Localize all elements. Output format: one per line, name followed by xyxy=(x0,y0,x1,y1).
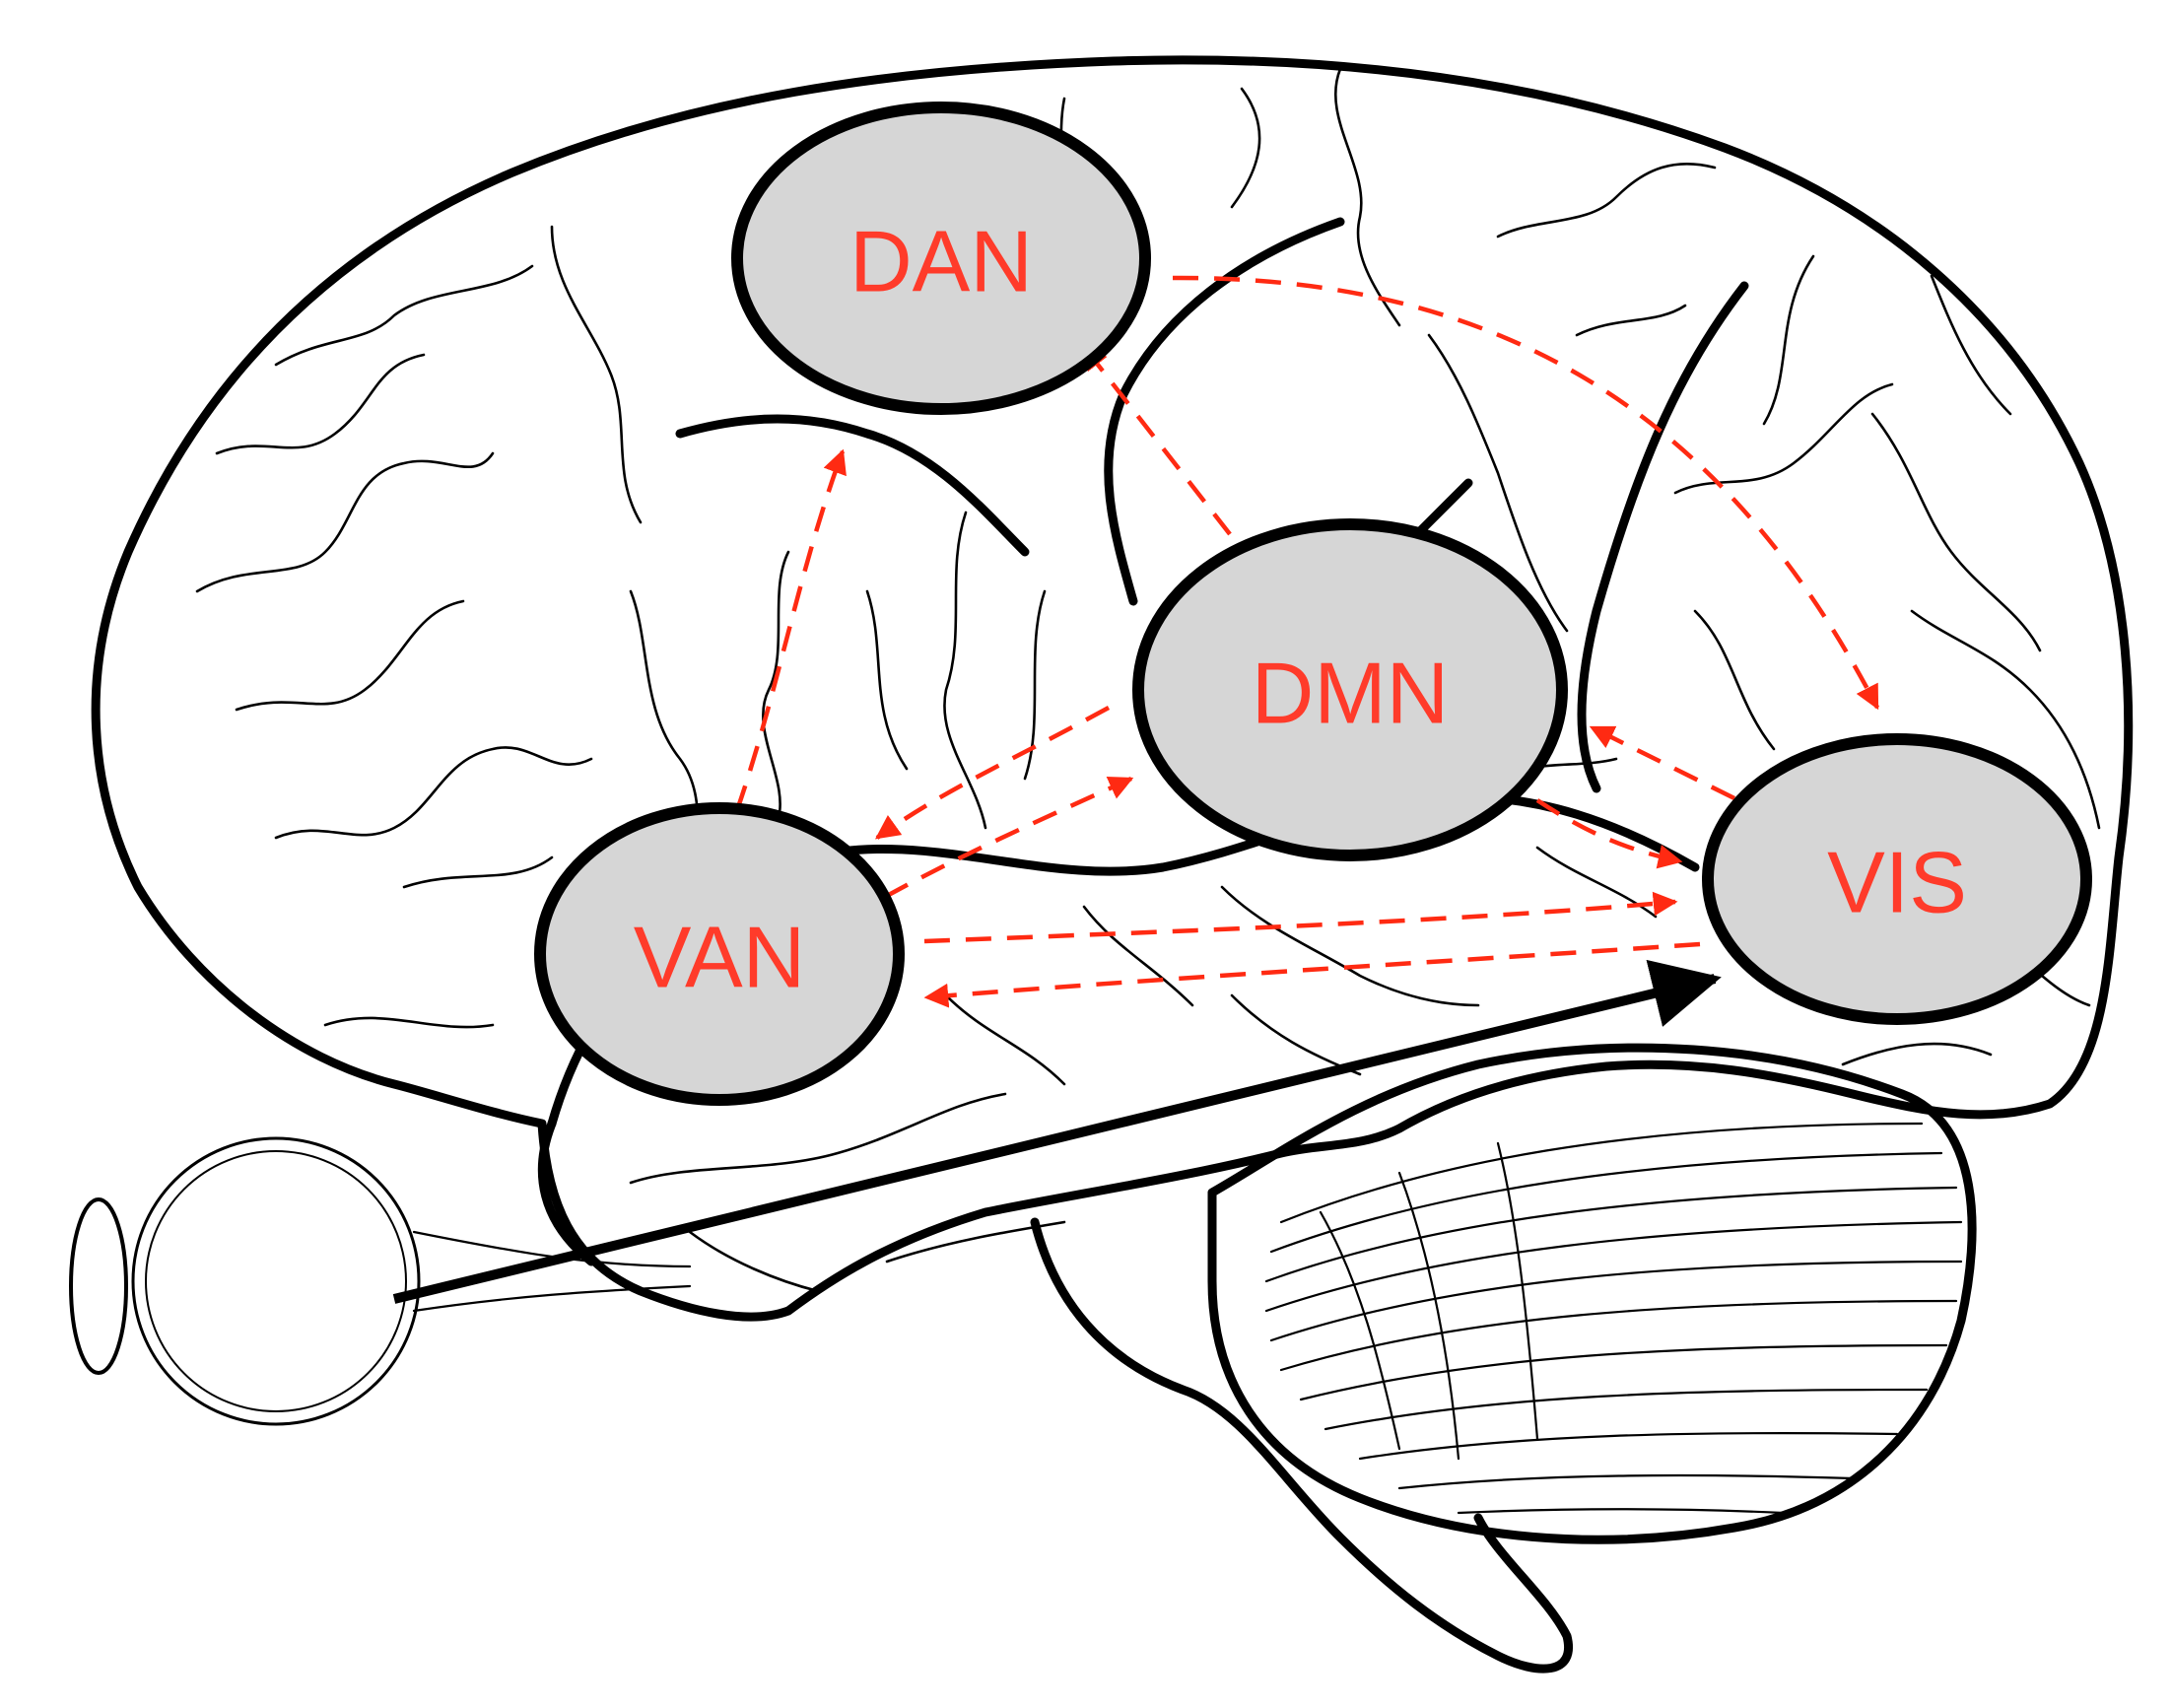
visual-pathway-arrow xyxy=(392,959,1722,1304)
temporal-pole xyxy=(537,1119,596,1266)
brainstem xyxy=(1030,1217,1573,1674)
node-dan: DAN xyxy=(731,102,1151,415)
node-van-label: VAN xyxy=(634,909,805,1006)
cerebrum-outline xyxy=(91,55,2134,1322)
node-dmn-shape xyxy=(1132,518,1568,861)
cerebellum-folia xyxy=(1264,1122,1963,1515)
node-vis-shape xyxy=(1702,733,2092,1025)
node-vis: VIS xyxy=(1702,733,2092,1025)
node-van: VAN xyxy=(534,802,905,1106)
frontal-sulcus xyxy=(675,414,1030,557)
node-dmn: DMN xyxy=(1132,518,1568,861)
link-vis-to-dmn xyxy=(1589,724,1736,801)
node-dan-shape xyxy=(731,102,1151,415)
link-van-to-dmn xyxy=(883,776,1134,899)
link-van-to-vis xyxy=(923,891,1678,944)
cerebellum-outline xyxy=(1207,1043,1977,1544)
node-vis-label: VIS xyxy=(1827,834,1967,931)
central-sulcus xyxy=(1104,217,1345,606)
link-dan-to-vis xyxy=(1172,275,1879,711)
link-van-to-dan xyxy=(734,448,847,811)
node-dmn-label: DMN xyxy=(1252,645,1449,742)
link-dmn-to-vis xyxy=(1535,798,1683,869)
link-dmn-to-van xyxy=(874,706,1111,840)
node-van-shape xyxy=(534,802,905,1106)
node-dan-label: DAN xyxy=(849,213,1033,310)
short-sulcus xyxy=(1414,478,1473,537)
link-vis-to-van xyxy=(923,941,1701,1008)
parietal-sulcus xyxy=(1577,281,1749,793)
eye-icon xyxy=(69,1136,692,1426)
link-dmn-to-dan xyxy=(1082,345,1232,536)
network-connections xyxy=(734,275,1879,1008)
